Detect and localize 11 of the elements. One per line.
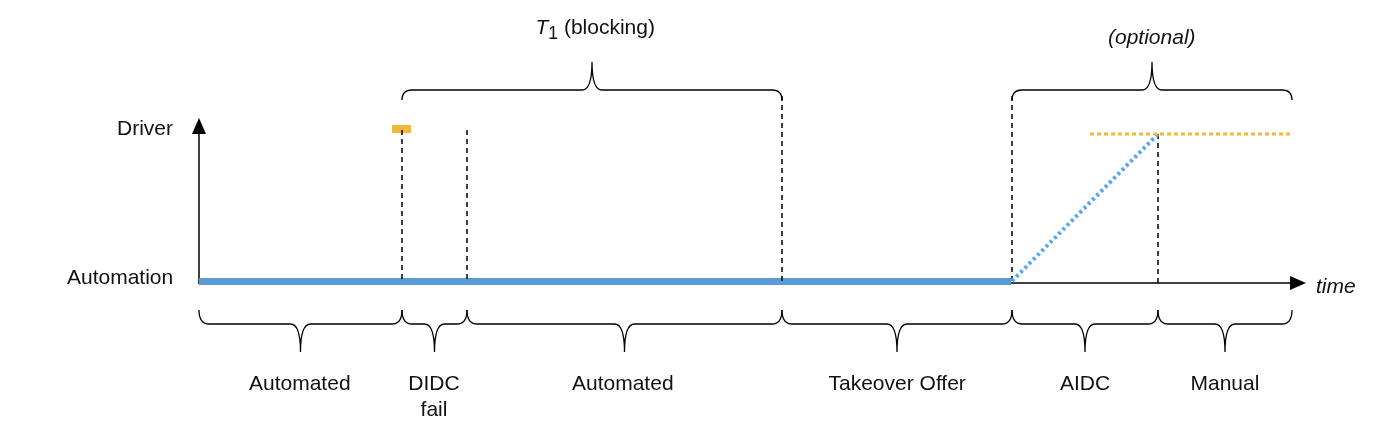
axis-label: Automation: [67, 264, 174, 290]
phase-label: Manual: [1190, 370, 1260, 396]
phase-label: Takeover Offer: [828, 370, 966, 396]
phase-label: Automated: [572, 370, 674, 396]
phase-label: AIDC: [1060, 370, 1111, 396]
phase-label: DIDC fail: [407, 370, 461, 422]
axis-label: time: [1316, 273, 1356, 299]
phase-label: Automated: [249, 370, 351, 396]
brace-label: T$_{1}$ (blocking): [535, 14, 655, 46]
axis-label: Driver: [117, 115, 173, 141]
brace-label: (optional): [1108, 24, 1196, 50]
